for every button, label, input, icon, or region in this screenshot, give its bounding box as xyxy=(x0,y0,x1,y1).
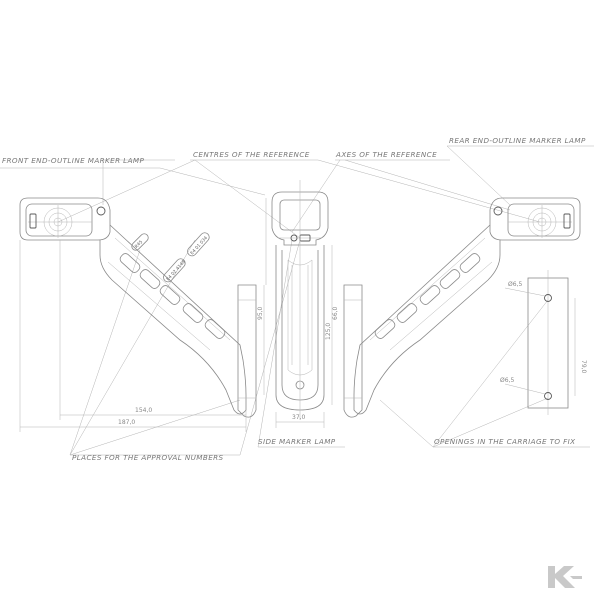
side-marker-lamp xyxy=(271,180,329,420)
brand-logo xyxy=(548,566,582,588)
front-end-outline-lamp: R45 E4 01 034 E4 02 4148 xyxy=(19,197,257,418)
leader-lines xyxy=(0,145,594,456)
label-approval: PLACES FOR THE APPROVAL NUMBERS xyxy=(72,453,224,462)
label-front-lamp: FRONT END-OUTLINE MARKER LAMP xyxy=(2,156,144,165)
dim-125: 125,0 xyxy=(325,323,332,340)
dimension-lines xyxy=(19,198,333,432)
marking-e4-a: E4 01 034 xyxy=(189,235,209,256)
label-axes: AXES OF THE REFERENCE xyxy=(335,150,437,159)
label-centres: CENTRES OF THE REFERENCE xyxy=(193,150,310,159)
rear-end-outline-lamp xyxy=(343,197,581,418)
dim-hole-top: Ø6,5 xyxy=(508,281,522,288)
label-side-lamp: SIDE MARKER LAMP xyxy=(258,437,336,446)
marking-r45: R45 xyxy=(134,239,145,250)
dim-95: 95,0 xyxy=(257,306,264,320)
carriage-openings xyxy=(504,270,576,415)
dim-79: 79,0 xyxy=(580,360,587,374)
dim-hole-bottom: Ø6,5 xyxy=(500,377,514,384)
dim-37: 37,0 xyxy=(292,414,306,421)
label-rear-lamp: REAR END-OUTLINE MARKER LAMP xyxy=(449,136,586,145)
dim-66: 66,0 xyxy=(332,306,339,320)
label-openings: OPENINGS IN THE CARRIAGE TO FIX xyxy=(434,437,576,446)
dim-154: 154,0 xyxy=(135,407,152,414)
dim-187: 187,0 xyxy=(118,419,135,426)
